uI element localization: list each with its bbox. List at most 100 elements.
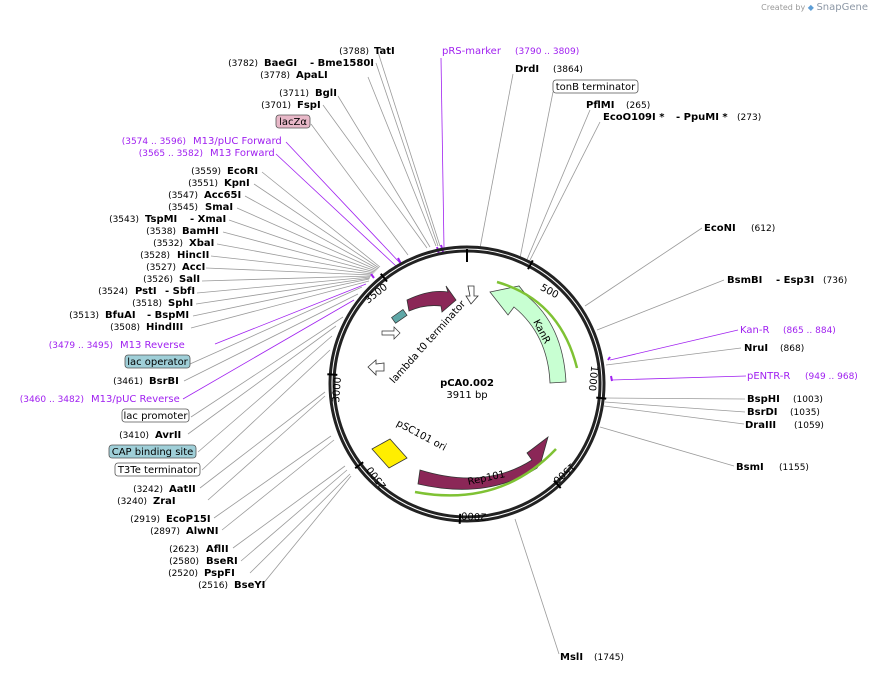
plasmid-length[interactable]: 3911 bp	[446, 390, 487, 401]
site-kpni-label[interactable]: KpnI	[224, 178, 250, 189]
primer-m13-reverse-label[interactable]: M13 Reverse	[120, 340, 185, 351]
site-bme-label[interactable]: - Bme1580I	[310, 58, 374, 69]
site-ppumi-label[interactable]: - PpuMI *	[676, 112, 728, 123]
site-pflmi-label[interactable]: PflMI	[586, 100, 614, 111]
site-econi-label[interactable]: EcoNI	[704, 223, 736, 234]
site-bsmi-label[interactable]: BsmI	[736, 462, 764, 473]
site-ecop15i-label[interactable]: EcoP15I	[166, 514, 211, 525]
feature-t3te-terminator-label[interactable]: T3Te terminator	[117, 465, 198, 476]
site-draiii-label[interactable]: DraIII	[745, 420, 776, 431]
primer-kan-r-label[interactable]: Kan-R	[740, 325, 769, 336]
feature-lac-operator[interactable]	[391, 309, 408, 324]
site-sali-label[interactable]: SalI	[179, 274, 200, 285]
site-nrui-position[interactable]: (868)	[780, 344, 804, 354]
primer-m13-puc-reverse-label[interactable]: M13/pUC Reverse	[91, 394, 180, 405]
site-xmai-label[interactable]: - XmaI	[190, 214, 226, 225]
site-sbfi-label[interactable]: - SbfI	[165, 286, 195, 297]
feature-lac-promoter-arrow[interactable]	[381, 326, 401, 340]
site-draiii-position[interactable]: (1059)	[794, 421, 824, 431]
site-bsmi-position[interactable]: (1155)	[779, 463, 809, 473]
site-tati-position[interactable]: (3788)	[339, 47, 369, 57]
plasmid-name[interactable]: pCA0.002	[440, 378, 494, 389]
site-tati-label[interactable]: TatI	[374, 46, 395, 57]
site-hincii-label[interactable]: HincII	[177, 250, 209, 261]
site-bsrdi-position[interactable]: (1035)	[790, 408, 820, 418]
site-pflmi-position[interactable]: (265)	[626, 101, 650, 111]
site-nrui-label[interactable]: NruI	[744, 343, 768, 354]
site-tspmi-label[interactable]: TspMI	[145, 214, 177, 225]
site-drdi-label[interactable]: DrdI	[515, 64, 539, 75]
site-acc65i-label[interactable]: Acc65I	[204, 190, 241, 201]
site-hincii-position[interactable]: (3528)	[140, 251, 170, 261]
site-smai-position[interactable]: (3545)	[168, 203, 198, 213]
site-bsrbi-label[interactable]: BsrBI	[149, 376, 179, 387]
site-xbai-position[interactable]: (3532)	[153, 239, 183, 249]
feature-t3te-arrow[interactable]	[367, 359, 385, 376]
site-avrii-label[interactable]: AvrII	[155, 430, 181, 441]
site-bspmi-label[interactable]: - BspMI	[147, 310, 189, 321]
site-drdi-position[interactable]: (3864)	[553, 65, 583, 75]
site-aatii-position[interactable]: (3242)	[133, 485, 163, 495]
primer-m13-puc-forward-label[interactable]: M13/pUC Forward	[193, 136, 282, 147]
site-apali-position[interactable]: (3778)	[260, 71, 290, 81]
feature-psc101-ori[interactable]	[371, 438, 408, 469]
site-msli-position[interactable]: (1745)	[594, 653, 624, 663]
site-bsphi-position[interactable]: (1003)	[793, 395, 823, 405]
site-zrai-position[interactable]: (3240)	[117, 497, 147, 507]
site-aflii-position[interactable]: (2623)	[169, 545, 199, 555]
site-bseri-label[interactable]: BseRI	[206, 556, 238, 567]
site-ecoo109i-position[interactable]: (273)	[737, 113, 761, 123]
site-baegi-position[interactable]: (3782)	[228, 59, 258, 69]
site-bseyi-label[interactable]: BseYI	[234, 580, 265, 591]
site-hindiii-label[interactable]: HindIII	[146, 322, 183, 333]
primer-m13-reverse-position[interactable]: (3479 .. 3495)	[49, 341, 113, 351]
site-bsrdi-label[interactable]: BsrDI	[747, 407, 778, 418]
site-acci-label[interactable]: AccI	[182, 262, 205, 273]
site-msli-label[interactable]: MslI	[560, 652, 583, 663]
site-ecoo109i-label[interactable]: EcoO109I *	[603, 112, 665, 123]
feature-lacz-label[interactable]: lacZα	[279, 117, 307, 128]
feature-tonb-label[interactable]: tonB terminator	[556, 82, 636, 93]
primer-kan-r-position[interactable]: (865 .. 884)	[783, 326, 836, 336]
site-acc65i-position[interactable]: (3547)	[168, 191, 198, 201]
site-bgli-label[interactable]: BglI	[315, 88, 337, 99]
site-ecop15i-position[interactable]: (2919)	[130, 515, 160, 525]
site-ecori-label[interactable]: EcoRI	[227, 166, 258, 177]
site-bamhi-position[interactable]: (3538)	[146, 227, 176, 237]
site-alwni-position[interactable]: (2897)	[150, 527, 180, 537]
feature-lac-operator-label[interactable]: lac operator	[127, 357, 188, 368]
primer-pentr-r-position[interactable]: (949 .. 968)	[805, 372, 858, 382]
primer-prs-marker-label[interactable]: pRS-marker	[442, 46, 502, 57]
site-hindiii-position[interactable]: (3508)	[110, 323, 140, 333]
site-avrii-position[interactable]: (3410)	[119, 431, 149, 441]
site-pspfi-label[interactable]: PspFI	[204, 568, 235, 579]
feature-tonb-arrow[interactable]	[465, 285, 479, 305]
site-econi-position[interactable]: (612)	[751, 224, 775, 234]
site-bsmbi-position[interactable]: (736)	[823, 276, 847, 286]
site-bsmbi-label[interactable]: BsmBI	[727, 275, 762, 286]
site-bfuai-label[interactable]: BfuAI	[105, 310, 136, 321]
feature-lac-promoter-label[interactable]: lac promoter	[124, 411, 189, 422]
feature-lacz-arrow[interactable]	[406, 285, 457, 313]
site-psti-label[interactable]: PstI	[135, 286, 157, 297]
site-apali-label[interactable]: ApaLI	[296, 70, 328, 81]
feature-cap-binding-site-label[interactable]: CAP binding site	[112, 447, 194, 458]
site-aflii-label[interactable]: AflII	[206, 544, 229, 555]
site-sphi-label[interactable]: SphI	[168, 298, 193, 309]
site-bseri-position[interactable]: (2580)	[169, 557, 199, 567]
site-aatii-label[interactable]: AatII	[169, 484, 196, 495]
site-zrai-label[interactable]: ZraI	[153, 496, 176, 507]
site-bgli-position[interactable]: (3711)	[279, 89, 309, 99]
site-fspi-position[interactable]: (3701)	[261, 101, 291, 111]
primer-prs-marker-position[interactable]: (3790 .. 3809)	[515, 47, 579, 57]
primer-m13-puc-forward-position[interactable]: (3574 .. 3596)	[122, 137, 186, 147]
site-sphi-position[interactable]: (3518)	[132, 299, 162, 309]
site-bsphi-label[interactable]: BspHI	[747, 394, 780, 405]
feature-psc101-ori-label[interactable]: pSC101 ori	[394, 418, 448, 454]
feature-kanr-arrow[interactable]	[489, 285, 567, 384]
site-sali-position[interactable]: (3526)	[143, 275, 173, 285]
site-bsrbi-position[interactable]: (3461)	[113, 377, 143, 387]
primer-pentr-r-label[interactable]: pENTR-R	[747, 371, 790, 382]
site-bseyi-position[interactable]: (2516)	[198, 581, 228, 591]
site-psti-position[interactable]: (3524)	[98, 287, 128, 297]
